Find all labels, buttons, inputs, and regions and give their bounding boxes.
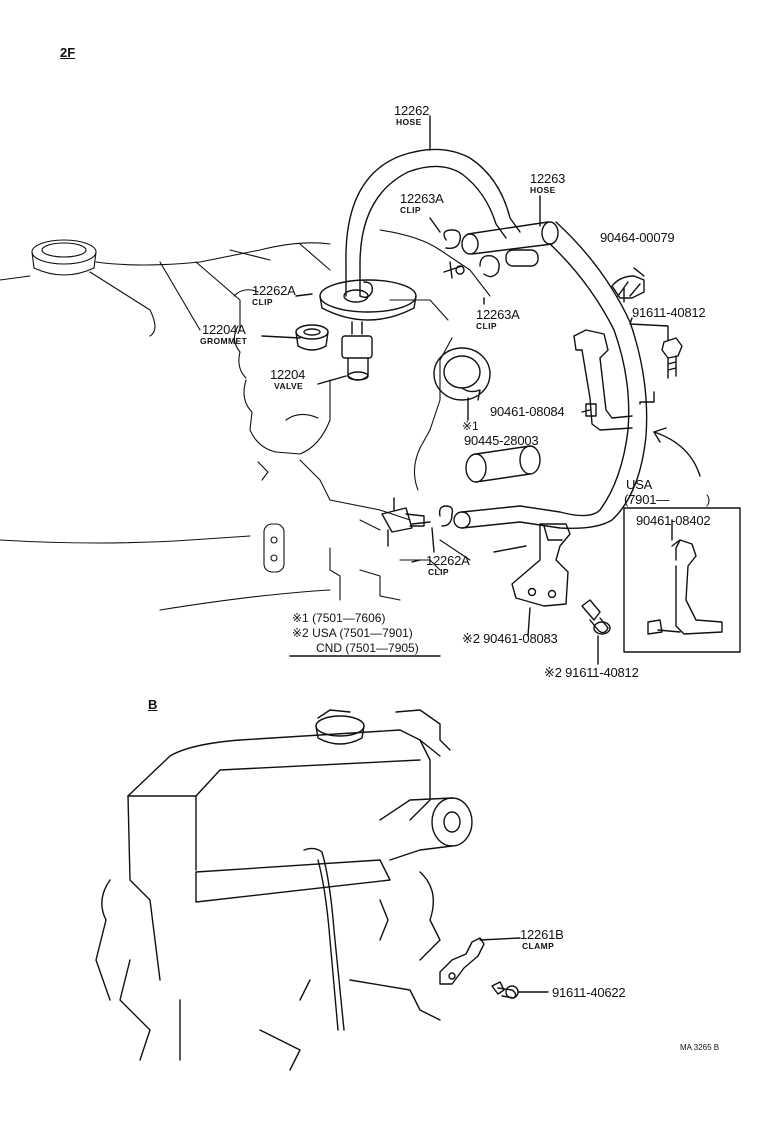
marker-note-1: ※1	[462, 419, 479, 433]
section-label-b: B	[148, 697, 158, 712]
usa-callout-label: USA	[626, 477, 653, 492]
part-name-clip-12262a-upper: CLIP	[252, 297, 273, 307]
part-number-90461-08402: 90461-08402	[636, 513, 711, 528]
part-number-12204: 12204	[270, 367, 306, 382]
part-number-12262a-upper: 12262A	[252, 283, 296, 298]
engine-block-outline-top	[0, 229, 491, 611]
part-number-12262: 12262	[394, 103, 430, 118]
part-name-hose-12262: HOSE	[396, 117, 422, 127]
part-name-clip-12263a-lower: CLIP	[476, 321, 497, 331]
note-3: CND (7501—7905)	[316, 641, 419, 655]
part-number-12262a-lower: 12262A	[426, 553, 470, 568]
engine-block-outline-bottom	[95, 709, 549, 1071]
usa-callout-range: (7901—	[624, 492, 670, 507]
part-number-91611-40812-lower: ※2 91611-40812	[544, 665, 639, 680]
section-label-2f: 2F	[60, 45, 76, 60]
part-number-12204a: 12204A	[202, 322, 246, 337]
part-name-clip-12263a-upper: CLIP	[400, 205, 421, 215]
part-name-valve-12204: VALVE	[274, 381, 304, 391]
note-2: ※2 USA (7501—7901)	[292, 626, 413, 640]
part-name-clamp-12261b: CLAMP	[522, 941, 555, 951]
pcv-parts-top	[261, 115, 741, 665]
part-number-90461-08083: ※2 90461-08083	[462, 631, 558, 646]
usa-callout-close: )	[706, 492, 711, 507]
part-name-grommet-12204a: GROMMET	[200, 336, 248, 346]
part-number-12263a-lower: 12263A	[476, 307, 520, 322]
part-number-90445-28003: 90445-28003	[464, 433, 539, 448]
part-name-clip-12262a-lower: CLIP	[428, 567, 449, 577]
part-number-90461-08084: 90461-08084	[490, 404, 565, 419]
part-number-12261b: 12261B	[520, 927, 564, 942]
part-name-hose-12263: HOSE	[530, 185, 556, 195]
part-number-91611-40622: 91611-40622	[552, 985, 626, 1000]
drawing-code: MA 3265 B	[680, 1043, 720, 1052]
part-number-12263a-upper: 12263A	[400, 191, 444, 206]
note-1: ※1 (7501—7606)	[292, 611, 386, 625]
part-number-91611-40812-upper: 91611-40812	[632, 305, 706, 320]
part-number-12263: 12263	[530, 171, 566, 186]
part-number-90464-00079: 90464-00079	[600, 230, 675, 245]
